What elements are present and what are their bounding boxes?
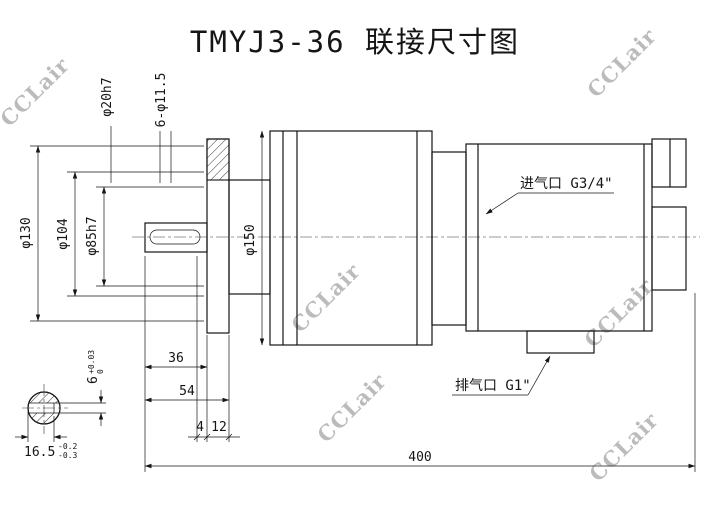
watermark: CCLair	[582, 23, 661, 102]
dim-spigot-dia: φ85h7	[85, 216, 100, 255]
svg-text:-0.3: -0.3	[58, 451, 77, 460]
watermark: CCLair	[0, 52, 74, 131]
dim-bolt-holes: 6-φ11.5	[154, 73, 169, 128]
watermark: CCLair	[286, 258, 365, 337]
output-shaft	[144, 222, 208, 253]
dim-shaft-len: 36	[168, 351, 184, 366]
dim-flange-dia: φ130	[19, 217, 34, 248]
length-dimensions: 36 54 4 12 400	[144, 256, 696, 472]
flange-section-hatch	[206, 138, 230, 181]
dim-overall-len: 400	[408, 450, 431, 465]
dim-bolt-circle-dia: φ104	[56, 218, 71, 249]
exhaust-port	[526, 330, 595, 354]
neck-cylinder	[431, 151, 467, 326]
body-diameter-dimension: φ150	[243, 130, 265, 346]
motor-outline	[144, 130, 687, 354]
svg-text:6: 6	[86, 376, 101, 384]
svg-text:0: 0	[96, 369, 105, 374]
svg-text:-0.2: -0.2	[58, 442, 77, 451]
drawing-title: TMYJ3-36 联接尺寸图	[190, 25, 520, 59]
svg-text:16.5: 16.5	[24, 445, 55, 460]
watermark: CCLair	[312, 368, 391, 447]
watermark: CCLair	[584, 407, 663, 486]
outlet-callout: 排气口 G1"	[452, 355, 551, 396]
inlet-callout: 进气口 G3/4"	[485, 176, 614, 215]
dim-shoulder-len: 54	[179, 384, 195, 399]
dim-body-dia: φ150	[243, 224, 258, 255]
rear-port-block	[651, 206, 687, 291]
shaft-keyway	[149, 229, 201, 245]
dim-key-width: 6 +0.03 0	[86, 350, 105, 384]
dim-flange-thk: 12	[211, 420, 227, 435]
rear-top-block	[651, 138, 687, 188]
svg-text:+0.03: +0.03	[87, 350, 96, 374]
dim-gap-len: 4	[196, 420, 204, 435]
diameter-dimensions: φ130 φ104 φ85h7	[19, 145, 204, 322]
shaft-section-detail: 6 +0.03 0 16.5 -0.2 -0.3	[15, 350, 106, 460]
inlet-port-label: 进气口 G3/4"	[520, 176, 613, 192]
outlet-port-label: 排气口 G1"	[455, 378, 531, 394]
upper-labels: φ20h7 6-φ11.5	[100, 73, 172, 183]
watermark: CCLair	[579, 273, 658, 352]
dim-key-height: 16.5 -0.2 -0.3	[24, 442, 77, 460]
dim-shaft-dia: φ20h7	[100, 77, 115, 116]
